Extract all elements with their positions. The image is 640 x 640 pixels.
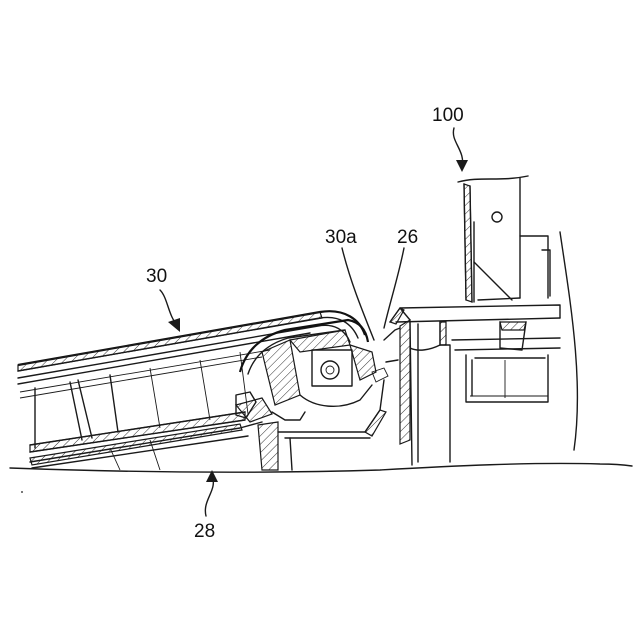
label-100: 100 [432,105,464,126]
hinge-assembly [236,320,388,470]
label-30: 30 [146,266,167,287]
housing-26 [384,305,560,465]
stray-dot [21,491,23,493]
floor-line [10,463,632,472]
hole [492,212,502,222]
leader-30a [342,248,374,340]
label-28: 28 [194,521,215,542]
label-30a: 30a [325,227,357,248]
hinge-pin [321,361,339,379]
label-26: 26 [397,227,418,248]
arrow-100 [456,160,468,172]
arrow-30 [168,318,180,332]
